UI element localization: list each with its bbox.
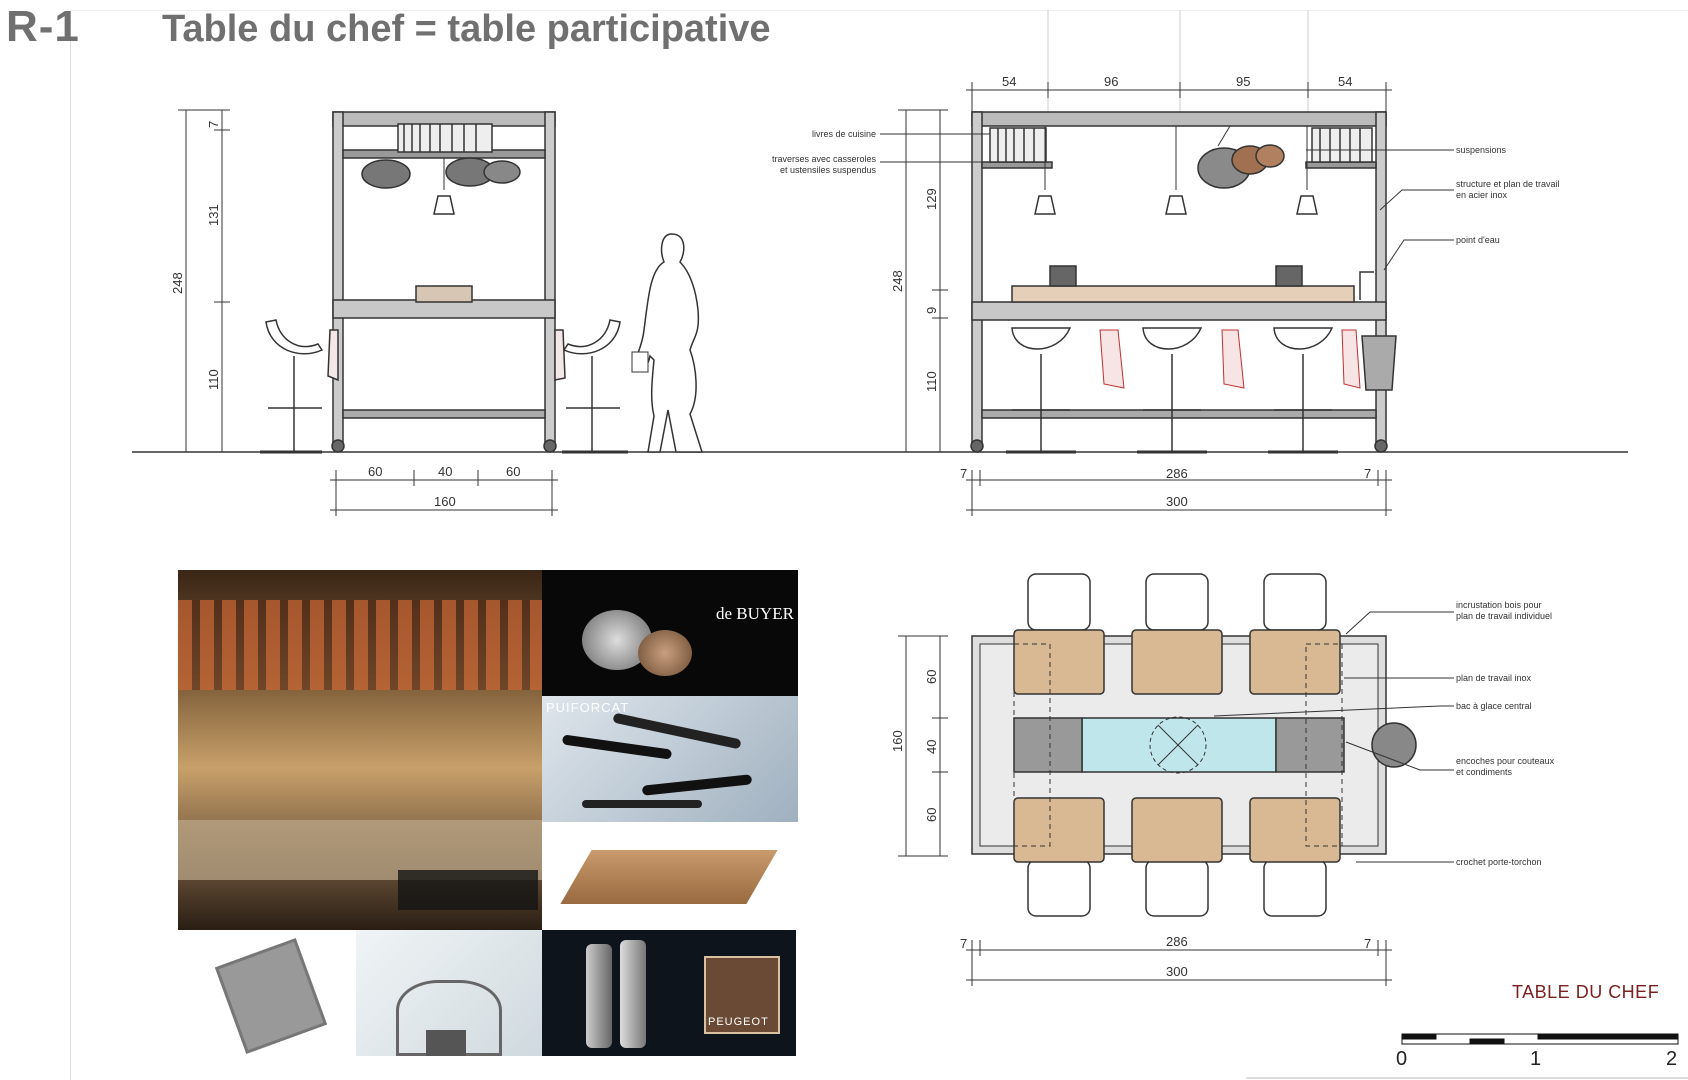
front-towels xyxy=(1099,329,1361,389)
front-dim-v4: 110 xyxy=(924,371,939,392)
label-suspensions: suspensions xyxy=(1456,145,1507,155)
dimension-texts: 7 131 248 110 60 40 60 160 54 96 95 54 1… xyxy=(170,74,1371,979)
scale-bar xyxy=(1246,1033,1688,1079)
frame-left-rule xyxy=(70,40,71,1080)
side-dim-h4: 160 xyxy=(434,494,456,509)
front-dim-t2: 96 xyxy=(1104,74,1118,89)
plan-leader-lines xyxy=(1213,611,1454,863)
scale-label-2: 2 xyxy=(1666,1048,1678,1070)
photo-restaurant-kitchen xyxy=(178,570,542,930)
plan-dim-v1: 60 xyxy=(924,670,939,684)
front-dim-b4: 300 xyxy=(1166,494,1188,509)
side-dim-h1: 60 xyxy=(368,464,382,479)
label-bac: bac à glace central xyxy=(1456,701,1532,711)
side-dim-h3: 60 xyxy=(506,464,520,479)
label-incrustation-2: plan de travail individuel xyxy=(1456,611,1552,621)
photo-puiforcat-knives: PUIFORCAT xyxy=(542,696,798,822)
brand-debuyer: de BUYER xyxy=(716,604,794,623)
front-dim-v1: 129 xyxy=(924,188,939,210)
plan-dim-v4: 60 xyxy=(924,808,939,822)
front-dim-v3: 9 xyxy=(924,307,939,314)
drawing-stamp: TABLE DU CHEF xyxy=(1512,982,1660,1002)
photo-peugeot-mills: PEUGEOT xyxy=(542,930,796,1056)
annotation-texts: livres de cuisine traverses avec cassero… xyxy=(772,129,1560,867)
side-dim-v2: 131 xyxy=(206,204,221,226)
plan-dim-b2: 286 xyxy=(1166,934,1188,949)
front-dim-b3: 7 xyxy=(1364,466,1371,481)
plan-dim-b1: 7 xyxy=(960,936,967,951)
front-leader-lines xyxy=(880,133,1454,271)
front-elevation xyxy=(898,10,1397,454)
frame-top-rule xyxy=(70,10,1688,11)
front-dim-b1: 7 xyxy=(960,466,967,481)
label-plan-inox: plan de travail inox xyxy=(1456,673,1532,683)
label-structure-2: en acier inox xyxy=(1456,190,1508,200)
label-traverses-2: et ustensiles suspendus xyxy=(780,165,877,175)
front-stools xyxy=(1006,327,1338,454)
side-elevation xyxy=(178,109,704,454)
plan-dim-v2: 160 xyxy=(890,730,905,752)
plan-dim-v3: 40 xyxy=(924,740,939,754)
photo-utensils xyxy=(356,930,542,1056)
side-dim-v4: 110 xyxy=(206,369,221,390)
scale-label-0: 0 xyxy=(1396,1048,1408,1070)
front-bottom-dims xyxy=(966,470,1392,516)
brand-puiforcat: PUIFORCAT xyxy=(546,700,630,715)
label-encoches-2: et condiments xyxy=(1456,767,1513,777)
label-traverses-1: traverses avec casseroles xyxy=(772,154,877,164)
label-incrustation-1: incrustation bois pour xyxy=(1456,600,1542,610)
plan-view xyxy=(971,573,1417,917)
label-point-eau: point d'eau xyxy=(1456,235,1500,245)
front-dim-t3: 95 xyxy=(1236,74,1250,89)
plan-dim-b4: 300 xyxy=(1166,964,1188,979)
side-dim-v3: 248 xyxy=(170,272,185,294)
sheet-title: Table du chef = table participative xyxy=(162,8,771,50)
photo-cutting-board xyxy=(542,822,798,930)
side-dim-v1: 7 xyxy=(206,121,221,128)
label-encoches-1: encoches pour couteaux xyxy=(1456,756,1555,766)
front-dim-t1: 54 xyxy=(1002,74,1016,89)
label-crochet: crochet porte-torchon xyxy=(1456,857,1542,867)
label-livres: livres de cuisine xyxy=(812,129,876,139)
sheet-code: R-1 xyxy=(6,2,80,51)
photo-debuyer-pans: de BUYER xyxy=(542,570,798,696)
label-structure-1: structure et plan de travail xyxy=(1456,179,1560,189)
plan-dims xyxy=(898,635,1392,986)
side-horizontal-dims xyxy=(330,470,558,516)
side-dim-h2: 40 xyxy=(438,464,452,479)
brand-peugeot: PEUGEOT xyxy=(708,1016,769,1028)
front-dim-b2: 286 xyxy=(1166,466,1188,481)
photo-spice-rack xyxy=(178,930,356,1056)
scale-label-1: 1 xyxy=(1530,1048,1542,1070)
front-dim-v2: 248 xyxy=(890,270,905,292)
front-dim-t4: 54 xyxy=(1338,74,1352,89)
plan-dim-b3: 7 xyxy=(1364,936,1371,951)
